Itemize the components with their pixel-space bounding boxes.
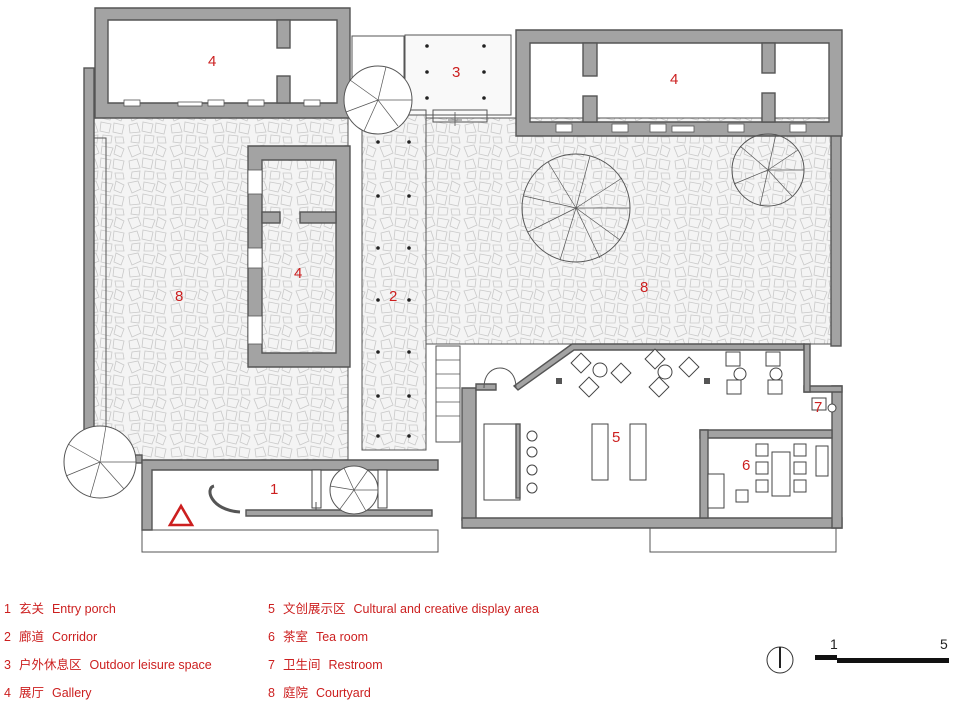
legend-zh: 文创展示区 (282, 602, 346, 616)
room-label-gallery-ne: 4 (670, 71, 678, 88)
legend-num: 7 (268, 658, 275, 672)
legend-zh: 卫生间 (282, 658, 321, 672)
legend-en: Cultural and creative display area (353, 602, 539, 616)
legend-num: 5 (268, 602, 275, 616)
tree-small-courtyard (731, 133, 805, 207)
tree-northwest (343, 65, 413, 135)
legend-num: 3 (4, 658, 11, 672)
tree-large-courtyard (521, 153, 631, 263)
legend-en: Entry porch (51, 602, 116, 616)
north-arrow-icon (766, 646, 794, 674)
legend-item-6: 6 茶室 Tea room (268, 626, 368, 645)
legend-en: Tea room (315, 630, 369, 644)
floor-plan: 1 2 3 4 4 4 5 6 7 8 8 (63, 7, 843, 553)
legend-en: Outdoor leisure space (89, 658, 212, 672)
legend-item-8: 8 庭院 Courtyard (268, 682, 371, 701)
room-label-outdoor-leisure: 3 (452, 64, 460, 81)
legend-num: 4 (4, 686, 11, 700)
legend-num: 2 (4, 630, 11, 644)
legend-item-5: 5 文创展示区 Cultural and creative display area (268, 598, 539, 617)
legend-en: Restroom (328, 658, 383, 672)
display-block-walls (435, 343, 843, 553)
entry-porch-walls (141, 459, 439, 553)
legend-num: 6 (268, 630, 275, 644)
room-label-gallery-center: 4 (294, 265, 302, 282)
room-label-restroom: 7 (814, 399, 822, 416)
legend-item-1: 1 玄关 Entry porch (4, 598, 116, 617)
legend-en: Gallery (51, 686, 92, 700)
legend-en: Courtyard (315, 686, 371, 700)
legend-item-7: 7 卫生间 Restroom (268, 654, 383, 673)
scale-bar (815, 655, 949, 663)
legend-num: 8 (268, 686, 275, 700)
room-label-corridor: 2 (389, 288, 397, 305)
room-label-courtyard-east: 8 (640, 279, 648, 296)
scale-bar-end-label: 5 (940, 636, 948, 652)
legend-zh: 展厅 (18, 686, 44, 700)
tree-southwest (63, 425, 137, 499)
legend-item-3: 3 户外休息区 Outdoor leisure space (4, 654, 212, 673)
triangle-icon (167, 503, 195, 527)
room-labels: 1 2 3 4 4 4 5 6 7 8 8 (175, 53, 822, 498)
legend-zh: 户外休息区 (18, 658, 82, 672)
gallery-nw-walls (94, 7, 351, 119)
gallery-ne-walls (515, 29, 843, 137)
restroom-fixtures (811, 397, 837, 413)
gallery-center-walls (247, 145, 351, 368)
legend-item-4: 4 展厅 Gallery (4, 682, 92, 701)
tree-entry-porch (329, 465, 379, 515)
room-label-courtyard-west: 8 (175, 288, 183, 305)
legend-num: 1 (4, 602, 11, 616)
legend-item-2: 2 廊道 Corridor (4, 626, 97, 645)
room-label-gallery-nw: 4 (208, 53, 216, 70)
display-furniture (483, 348, 783, 501)
east-boundary-wall (830, 117, 842, 347)
scale-bar-start-label: 1 (830, 636, 838, 652)
tea-room-furniture (707, 443, 829, 509)
legend-zh: 廊道 (18, 630, 44, 644)
room-label-entry-porch: 1 (270, 481, 278, 498)
legend-en: Corridor (51, 630, 98, 644)
room-label-tea-room: 6 (742, 457, 750, 474)
room-label-display-area: 5 (612, 429, 620, 446)
legend-zh: 茶室 (282, 630, 308, 644)
legend-zh: 庭院 (282, 686, 308, 700)
legend-zh: 玄关 (18, 602, 44, 616)
outdoor-leisure-pavilion (351, 34, 512, 126)
